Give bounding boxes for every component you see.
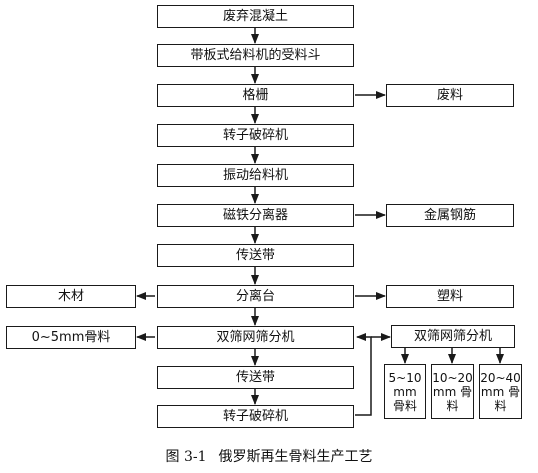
- figure-number: 图 3-1: [165, 449, 207, 465]
- node-aggregate-0-5mm: 0~5mm骨料: [6, 326, 136, 349]
- node-plastic: 塑料: [386, 285, 514, 308]
- node-double-screen-2: 双筛网筛分机: [391, 325, 515, 348]
- node-aggregate-10-20mm: 10~20 mm 骨料: [431, 364, 474, 419]
- node-vibrating-feeder: 振动给料机: [157, 164, 354, 187]
- node-rotor-crusher-2: 转子破碎机: [157, 405, 354, 428]
- arrow-crusher2-loop-to-screen: [355, 333, 372, 416]
- node-waste: 废料: [386, 84, 514, 107]
- figure-caption: 图 3-1 俄罗斯再生骨料生产工艺: [0, 446, 538, 466]
- node-receiving-hopper: 带板式给料机的受料斗: [157, 44, 354, 67]
- node-wood: 木材: [6, 285, 136, 308]
- node-aggregate-20-40mm: 20~40 mm 骨料: [479, 364, 522, 419]
- node-waste-concrete: 废弃混凝土: [157, 5, 354, 28]
- figure-title: 俄罗斯再生骨料生产工艺: [218, 449, 373, 465]
- node-separating-table: 分离台: [157, 285, 354, 308]
- node-rotor-crusher-1: 转子破碎机: [157, 124, 354, 147]
- node-conveyor-1: 传送带: [157, 244, 354, 267]
- node-grille: 格栅: [157, 84, 354, 107]
- node-aggregate-5-10mm: 5~10 mm 骨料: [384, 364, 426, 419]
- node-magnetic-separator: 磁铁分离器: [157, 204, 354, 227]
- node-metal-rebar: 金属钢筋: [386, 204, 514, 227]
- node-conveyor-2: 传送带: [157, 366, 354, 389]
- node-double-screen-1: 双筛网筛分机: [157, 326, 354, 349]
